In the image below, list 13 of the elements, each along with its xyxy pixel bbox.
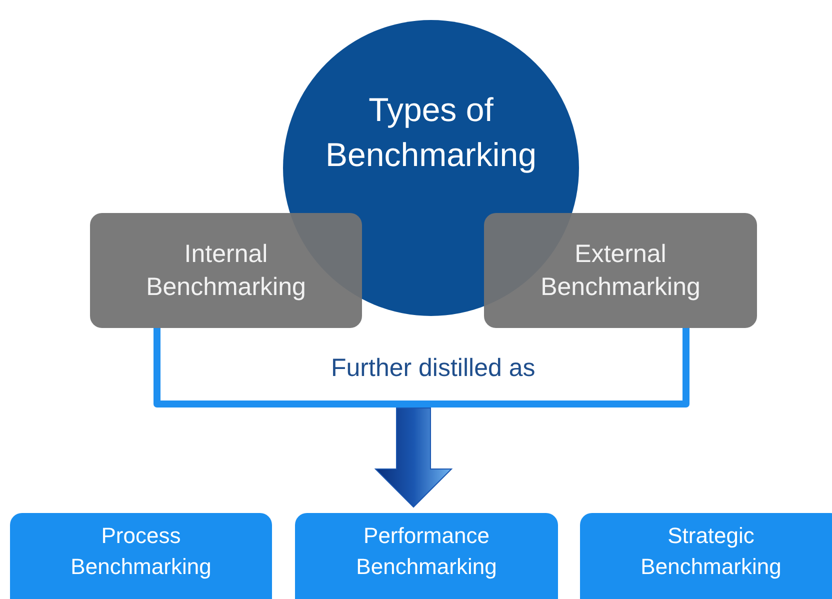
category-box: [484, 213, 757, 328]
type-box: [295, 513, 558, 599]
type-box: [10, 513, 272, 599]
node-text: Internal Benchmarking: [145, 239, 307, 302]
node-text: Process Benchmarking: [70, 522, 212, 581]
node-text: Types of Benchmarking: [324, 90, 538, 175]
type-box: [580, 513, 832, 599]
node-text: Strategic Benchmarking: [640, 522, 782, 581]
block-arrow: [374, 408, 453, 508]
node-text: Performance Benchmarking: [355, 522, 498, 581]
node-text: External Benchmarking: [540, 239, 702, 302]
bracket-connector: [154, 328, 690, 408]
category-box: [90, 213, 362, 328]
